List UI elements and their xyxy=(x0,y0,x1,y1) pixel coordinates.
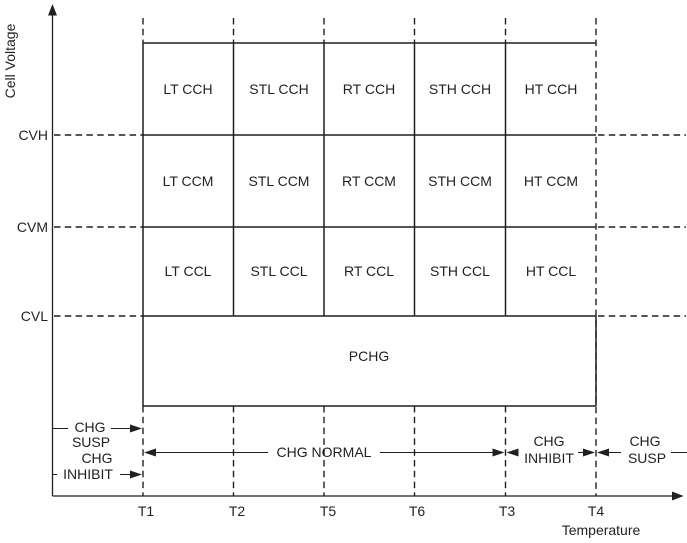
chg-inhibit-left-arrowhead-icon xyxy=(130,470,142,479)
region-right-inhibit-line2: INHIBIT xyxy=(524,450,574,466)
x-axis-arrowhead-icon xyxy=(672,491,684,501)
chg-inhibit-right-left-arrowhead-icon xyxy=(506,448,519,457)
region-right-susp-line1: CHG xyxy=(629,433,661,449)
region-left-inhibit-line2: INHIBIT xyxy=(63,466,113,482)
chg-normal-right-arrowhead-icon xyxy=(492,448,505,457)
x-tick-t6: T6 xyxy=(408,503,426,519)
temperature-threshold-dashed-lines xyxy=(142,18,597,496)
chg-normal-left-arrowhead-icon xyxy=(144,448,156,457)
state-cell-stl-ccm: STL CCM xyxy=(248,173,310,189)
state-cell-stl-cch: STL CCH xyxy=(249,81,309,97)
chg-inhibit-right-right-arrowhead-icon xyxy=(583,448,595,457)
state-cell-ht-ccl: HT CCL xyxy=(525,263,577,279)
x-tick-t1: T1 xyxy=(137,503,155,519)
y-tick-cvh: CVH xyxy=(18,127,48,143)
state-cell-lt-ccm: LT CCM xyxy=(162,173,214,189)
x-tick-t5: T5 xyxy=(319,503,337,519)
x-tick-t4: T4 xyxy=(587,503,605,519)
chg-susp-left-arrowhead-icon xyxy=(130,424,142,433)
state-cell-stl-ccl: STL CCL xyxy=(250,263,308,279)
state-grid-lines xyxy=(142,42,597,407)
y-tick-cvl: CVL xyxy=(20,308,48,324)
state-cell-sth-ccl: STH CCL xyxy=(430,263,490,279)
x-tick-t2: T2 xyxy=(228,503,246,519)
state-cell-pchg: PCHG xyxy=(348,348,390,364)
state-cell-lt-ccl: LT CCL xyxy=(164,263,212,279)
region-right-susp-line2: SUSP xyxy=(627,450,667,466)
x-axis-title: Temperature xyxy=(561,522,641,538)
state-cell-ht-ccm: HT CCM xyxy=(523,173,579,189)
state-cell-ht-cch: HT CCH xyxy=(524,81,578,97)
state-cell-rt-cch: RT CCH xyxy=(342,81,396,97)
state-cell-rt-ccl: RT CCL xyxy=(343,263,395,279)
state-cell-rt-ccm: RT CCM xyxy=(342,173,396,189)
region-chg-normal: CHG NORMAL xyxy=(276,444,372,460)
region-right-inhibit-line1: CHG xyxy=(533,433,565,449)
region-left-susp-line1: CHG xyxy=(74,419,106,435)
y-tick-cvm: CVM xyxy=(16,219,48,235)
state-cell-lt-cch: LT CCH xyxy=(163,81,213,97)
voltage-threshold-dashed-lines xyxy=(54,134,686,317)
region-left-inhibit-line1: CHG xyxy=(81,450,113,466)
state-cell-sth-cch: STH CCH xyxy=(428,81,492,97)
state-cell-sth-ccm: STH CCM xyxy=(428,173,492,189)
x-tick-t3: T3 xyxy=(498,503,516,519)
y-axis-arrowhead-icon xyxy=(48,4,57,16)
y-axis-title: Cell Voltage xyxy=(2,23,18,99)
chg-susp-right-arrowhead-icon xyxy=(597,448,609,457)
region-left-susp-line2: SUSP xyxy=(71,434,111,450)
